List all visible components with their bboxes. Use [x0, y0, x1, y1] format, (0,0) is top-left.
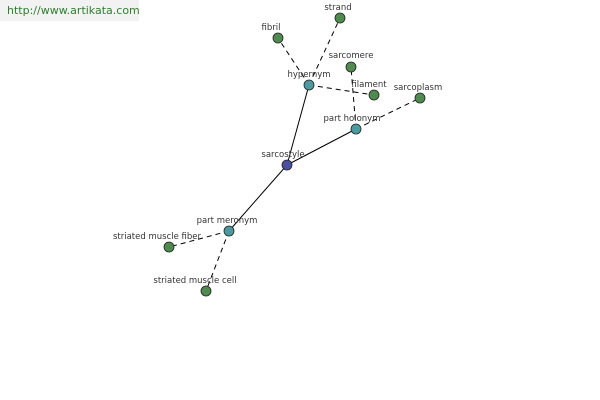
node-label-fibril[interactable]: fibril [262, 23, 281, 33]
edge-part-meronym-to-striated-muscle-cell [205, 230, 230, 292]
edge-sarcostyle-to-part-holonym [286, 128, 357, 166]
edge-hypernym-to-fibril [277, 37, 310, 86]
node-dot-part-holonym[interactable] [350, 123, 362, 135]
node-striated-muscle-cell[interactable]: striated muscle cell [153, 276, 237, 297]
node-dot-sarcomere[interactable] [345, 61, 357, 73]
node-label-part-holonym[interactable]: part holonym [324, 114, 381, 124]
edges-layer [168, 17, 421, 292]
node-label-striated-muscle-cell[interactable]: striated muscle cell [153, 276, 236, 286]
node-part-meronym[interactable]: part meronym [197, 216, 258, 237]
node-sarcomere[interactable]: sarcomere [329, 51, 374, 73]
site-watermark[interactable]: http://www.artikata.com [0, 0, 140, 21]
nodes-layer: sarcostyle hypernym part holonym part meron… [113, 3, 443, 297]
node-fibril[interactable]: fibril [262, 23, 284, 44]
node-hypernym[interactable]: hypernym [287, 70, 331, 91]
edge-sarcostyle-to-hypernym [286, 84, 310, 166]
node-label-sarcostyle[interactable]: sarcostyle [261, 150, 304, 160]
node-label-sarcomere[interactable]: sarcomere [329, 51, 374, 61]
edge-hypernym-to-filament [308, 84, 375, 96]
node-label-part-meronym[interactable]: part meronym [197, 216, 258, 226]
node-sarcostyle[interactable]: sarcostyle [261, 150, 305, 171]
node-dot-filament[interactable] [368, 89, 380, 101]
node-label-filament[interactable]: filament [351, 80, 387, 90]
edge-sarcostyle-to-part-meronym [228, 164, 288, 232]
node-label-striated-muscle-fiber[interactable]: striated muscle fiber [113, 232, 202, 242]
edge-part-holonym-to-sarcomere [350, 66, 357, 130]
node-dot-strand[interactable] [334, 12, 346, 24]
node-sarcoplasm[interactable]: sarcoplasm [394, 83, 443, 104]
node-filament[interactable]: filament [351, 80, 387, 101]
node-dot-striated-muscle-cell[interactable] [200, 285, 212, 297]
node-dot-part-meronym[interactable] [223, 225, 235, 237]
node-label-hypernym[interactable]: hypernym [287, 70, 330, 80]
node-label-strand[interactable]: strand [324, 3, 351, 13]
edge-hypernym-to-strand [308, 17, 341, 86]
node-dot-fibril[interactable] [272, 32, 284, 44]
node-label-sarcoplasm[interactable]: sarcoplasm [394, 83, 443, 93]
node-dot-sarcostyle[interactable] [281, 159, 293, 171]
edge-part-meronym-to-striated-muscle-fiber [168, 230, 230, 248]
node-striated-muscle-fiber[interactable]: striated muscle fiber [113, 232, 202, 253]
node-part-holonym[interactable]: part holonym [324, 114, 381, 135]
node-dot-hypernym[interactable] [303, 79, 315, 91]
edge-part-holonym-to-sarcoplasm [355, 97, 421, 130]
node-strand[interactable]: strand [324, 3, 352, 24]
node-dot-striated-muscle-fiber[interactable] [163, 241, 175, 253]
node-dot-sarcoplasm[interactable] [414, 92, 426, 104]
